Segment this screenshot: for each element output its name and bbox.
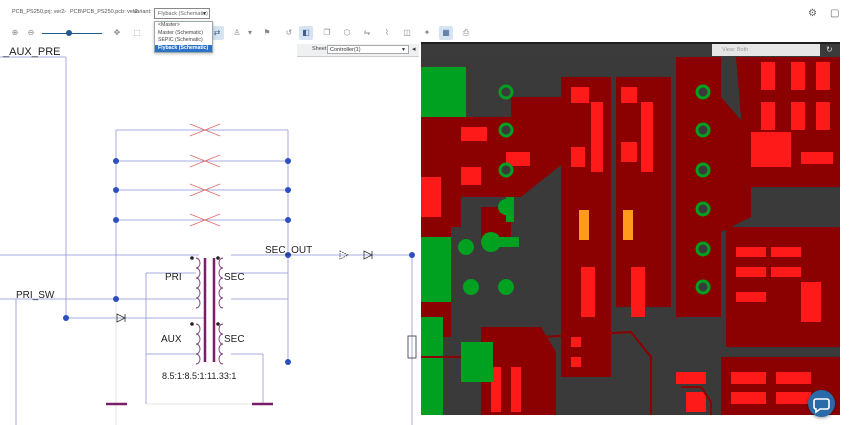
zoom-slider[interactable] [42, 33, 102, 35]
breadcrumb-pcb[interactable]: PCB\PCB_PS250.pcb: ver2 [70, 9, 138, 15]
flip-icon[interactable]: ⇋ [363, 28, 371, 37]
chevron-down-icon: ▼ [202, 11, 207, 17]
gear-icon[interactable]: ⚙ [808, 8, 817, 19]
sheet-select-value: Controller(1) [330, 47, 361, 53]
view-both-button[interactable]: View: Both [712, 44, 820, 56]
zoom-slider-handle[interactable] [66, 30, 72, 36]
print-icon[interactable]: ⎙ [462, 28, 470, 37]
net-label-pri-sw: PRI_SW [16, 290, 55, 301]
variant-option[interactable]: <Master> [158, 22, 180, 28]
winding-label-pri: PRI [165, 272, 182, 283]
variant-option[interactable]: SEPIC (Schematic) [158, 37, 203, 43]
variant-select[interactable]: Flyback (Schematic) ▼ [154, 8, 210, 19]
net-label-aux-pre: _AUX_PRE [2, 46, 60, 58]
select-area-icon[interactable]: ⬚ [133, 28, 141, 37]
move-icon[interactable]: ✥ [113, 28, 121, 37]
route-icon[interactable]: ⌇ [385, 28, 389, 37]
3d-icon[interactable]: ⬡ [343, 28, 351, 37]
variant-label: Variant: [133, 9, 152, 15]
chat-icon [813, 398, 830, 414]
variant-select-value: Flyback (Schematic) [158, 11, 208, 17]
rotate-icon[interactable]: ↻ [826, 45, 833, 54]
cross-probe-icon[interactable]: ⇄ [210, 26, 224, 40]
copy-icon[interactable]: ❐ [323, 28, 331, 37]
breadcrumb-separator: › [64, 9, 66, 15]
zoom-out-icon[interactable]: ⊖ [27, 28, 35, 37]
chevron-down-icon: ▼ [401, 47, 406, 53]
variant-dropdown: <Master> Master (Schematic) SEPIC (Schem… [154, 21, 213, 53]
pcb-canvas [421, 57, 840, 415]
turns-ratio: 8.5:1:8.5:1:11.33:1 [162, 371, 236, 381]
toolbar: ⊕ ⊖ ✥ ⬚ ⇄ ♙ ▾ ⚑ ↺ ◧ ❐ ⬡ ⇋ ⌇ ◫ ✦ ▦ ⎙ [0, 26, 480, 42]
breadcrumb-project[interactable]: PCB_PS250.prj: ver2 [12, 9, 65, 15]
schematic-view[interactable]: _AUX_PRE PRI_SW SEC_OUT PRI SEC AUX SEC … [0, 44, 420, 425]
winding-label-sec-2: SEC [224, 334, 245, 345]
chat-button[interactable] [808, 390, 835, 417]
sheet-label: Sheet: [312, 46, 328, 52]
chevron-down-icon[interactable]: ▾ [247, 28, 252, 37]
zoom-in-icon[interactable]: ⊕ [11, 28, 19, 37]
net-icon[interactable]: ◫ [403, 28, 411, 37]
grid-icon[interactable]: ▦ [439, 26, 453, 40]
highlight-icon[interactable]: ✦ [423, 28, 431, 37]
sheet-select[interactable]: Controller(1) ▼ [327, 45, 409, 54]
pcb-view[interactable] [421, 57, 840, 415]
variant-option[interactable]: Master (Schematic) [158, 29, 203, 36]
schematic-canvas: _AUX_PRE PRI_SW SEC_OUT PRI SEC AUX SEC … [0, 46, 417, 425]
flag-icon[interactable]: ⚑ [263, 28, 271, 37]
winding-label-sec: SEC [224, 272, 245, 283]
component-icon[interactable]: ♙ [233, 28, 241, 37]
layer-icon[interactable]: ◧ [299, 26, 313, 40]
winding-label-aux: AUX [161, 334, 182, 345]
collapse-arrow-icon[interactable]: ◂ [412, 46, 416, 53]
top-bar: PCB_PS250.prj: ver2 › PCB\PCB_PS250.pcb:… [0, 0, 850, 24]
history-icon[interactable]: ↺ [285, 28, 293, 37]
window-icon[interactable]: ▢ [830, 8, 840, 19]
variant-option-selected[interactable]: Flyback (Schematic) [155, 44, 212, 52]
net-label-sec-out: SEC_OUT [265, 245, 312, 256]
